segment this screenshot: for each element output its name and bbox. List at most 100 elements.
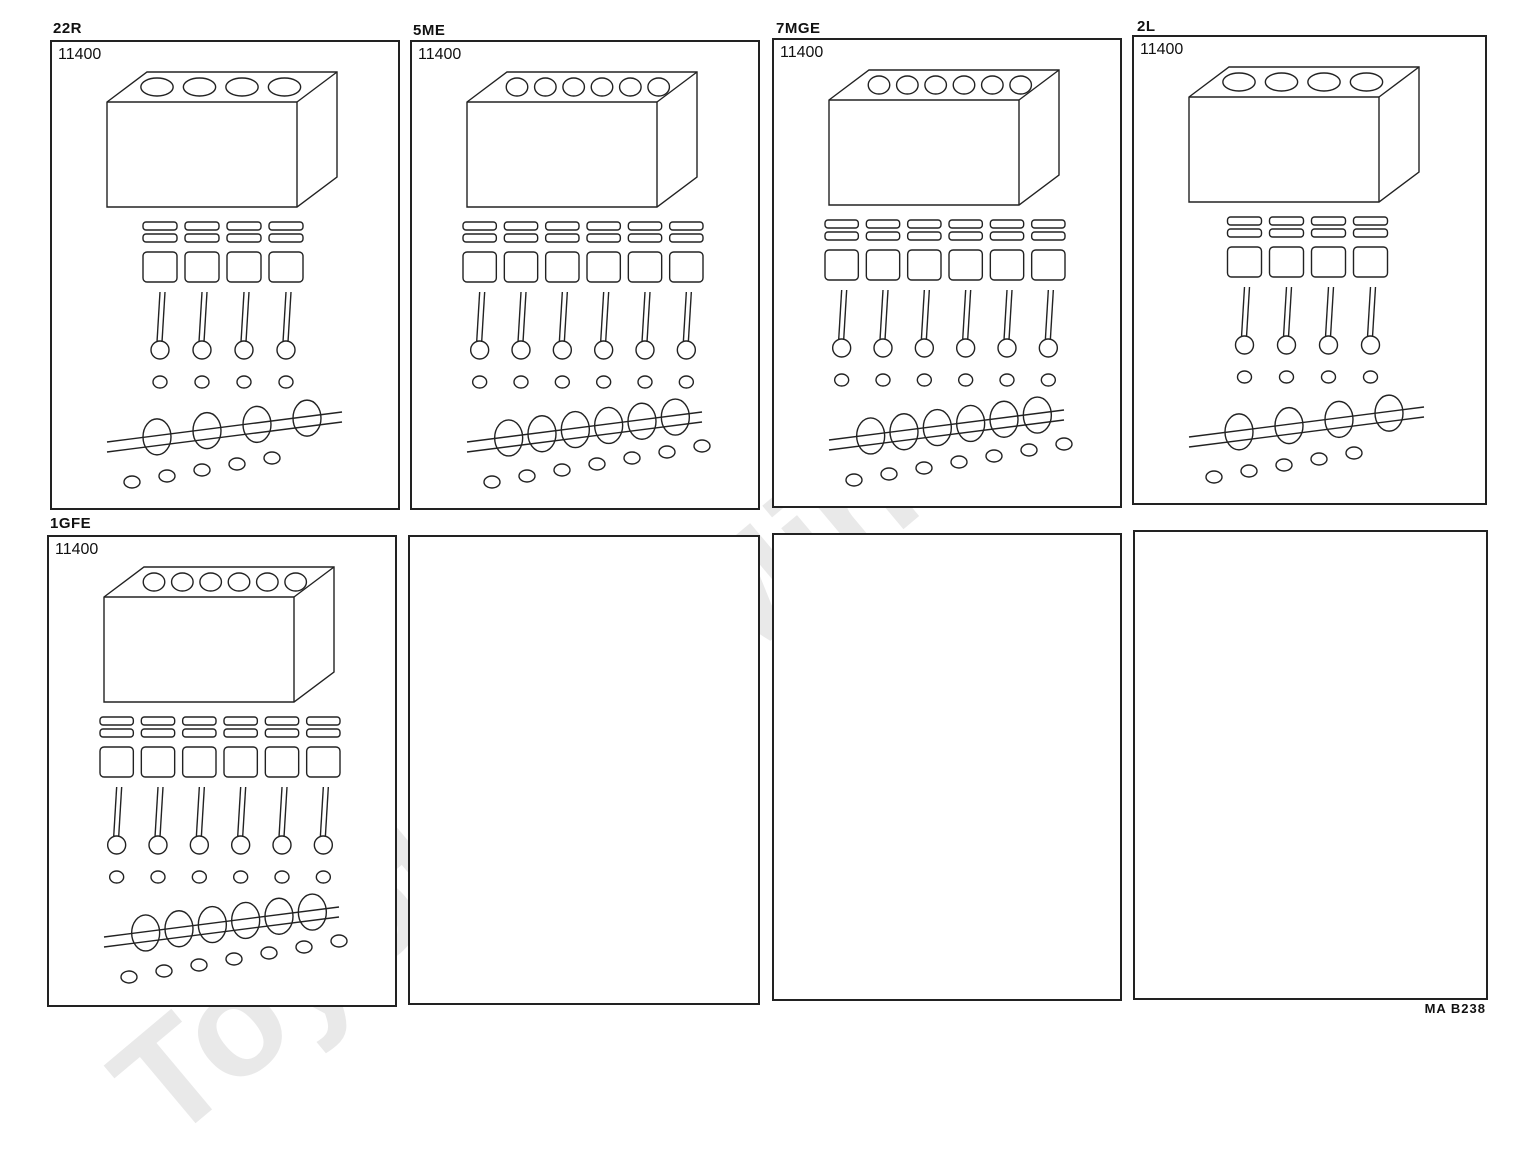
panel-5me[interactable]: 11400 [410, 40, 760, 510]
connecting-rod [324, 786, 330, 838]
piston-ring [586, 233, 622, 243]
rod-bearing [678, 375, 695, 389]
parts-group [106, 71, 343, 489]
cylinder-bore [1307, 72, 1341, 92]
crank-throw [493, 419, 524, 457]
main-bearing [1020, 443, 1038, 457]
piston [586, 251, 622, 283]
connecting-rod [961, 289, 967, 341]
piston [824, 249, 860, 281]
connecting-rod [1282, 286, 1288, 338]
main-bearing [915, 461, 933, 475]
piston [264, 746, 300, 778]
connecting-rod [198, 291, 203, 343]
cylinder-bore [590, 77, 614, 97]
rod-big-end [997, 338, 1017, 358]
piston [989, 249, 1025, 281]
connecting-rod [1240, 286, 1246, 338]
piston-ring [184, 221, 220, 231]
crank-throw [130, 914, 161, 952]
piston-ring [268, 221, 304, 231]
connecting-rod [646, 291, 651, 343]
panel-1gfe[interactable]: 11400 [47, 535, 397, 1007]
cylinder-bore [284, 572, 308, 592]
rod-bearing [150, 870, 166, 884]
cylinder-bore [142, 572, 166, 592]
crankshaft [106, 411, 343, 443]
piston [627, 251, 663, 283]
rod-bearing [315, 870, 332, 884]
main-bearing [588, 457, 606, 471]
rod-bearing [999, 373, 1015, 387]
piston-ring [668, 233, 704, 243]
panel-2l[interactable]: 11400 [1132, 35, 1487, 505]
piston-ring [184, 233, 220, 243]
crank-throw [230, 901, 261, 940]
empty-panel [772, 533, 1122, 1001]
rod-big-end [1038, 338, 1059, 358]
connecting-rod [203, 291, 208, 343]
main-bearing [1240, 464, 1258, 478]
piston-ring [305, 728, 341, 738]
piston-ring [142, 221, 178, 231]
connecting-rod [1003, 289, 1008, 341]
connecting-rod [282, 291, 287, 343]
crank-throw [192, 411, 222, 450]
piston-ring [865, 231, 901, 241]
rod-big-end [511, 340, 531, 360]
piston-ring [906, 231, 942, 241]
piston-ring [865, 219, 901, 229]
crank-throw [164, 910, 194, 948]
piston [544, 251, 580, 283]
rod-bearing [554, 375, 571, 389]
piston-ring [544, 221, 580, 231]
rod-big-end [148, 835, 168, 855]
crank-throw [889, 413, 919, 451]
piston [142, 251, 178, 283]
cylinder-block [828, 69, 1060, 206]
cylinder-block [1188, 66, 1420, 203]
piston-ring [544, 233, 580, 243]
rod-big-end [552, 340, 573, 360]
piston [1030, 249, 1066, 281]
cylinder-bore [1009, 75, 1033, 95]
piston-ring [824, 231, 860, 241]
cylinder-bore [618, 77, 642, 97]
main-bearing [1205, 470, 1223, 484]
panel-22r[interactable]: 11400 [50, 40, 400, 510]
connecting-rod [1008, 289, 1013, 341]
rod-bearing [1362, 370, 1379, 384]
rod-big-end [272, 835, 292, 855]
rod-bearing [1236, 370, 1253, 384]
connecting-rod [245, 291, 250, 343]
piston-ring [1268, 216, 1305, 226]
connecting-rod [283, 786, 288, 838]
main-bearing [1275, 458, 1293, 472]
connecting-rod [879, 289, 884, 341]
rod-big-end [276, 340, 296, 360]
parts-group [1188, 66, 1425, 484]
rod-bearing [278, 375, 294, 389]
crankshaft [466, 411, 703, 443]
main-bearing [158, 469, 176, 483]
connecting-rod [599, 291, 605, 343]
block-edge [293, 566, 335, 598]
piston-ring [142, 233, 178, 243]
cylinder-block [106, 71, 338, 208]
crank-throw [292, 399, 322, 437]
main-bearing [225, 952, 243, 966]
panel-7mge[interactable]: 11400 [772, 38, 1122, 508]
piston [948, 249, 984, 281]
rod-big-end [1234, 335, 1255, 355]
short-block-illustration [1188, 66, 1425, 484]
cylinder-bore [980, 75, 1004, 95]
rod-big-end [1276, 335, 1297, 355]
connecting-rod [1287, 286, 1293, 338]
crank-throw [955, 404, 986, 443]
cylinder-bore [895, 75, 919, 95]
engine-label-1gfe: 1GFE [50, 515, 92, 532]
rod-big-end [230, 835, 251, 855]
engine-label-7mge: 7MGE [776, 20, 821, 37]
cylinder-bore [225, 77, 259, 97]
piston-ring [627, 233, 663, 243]
